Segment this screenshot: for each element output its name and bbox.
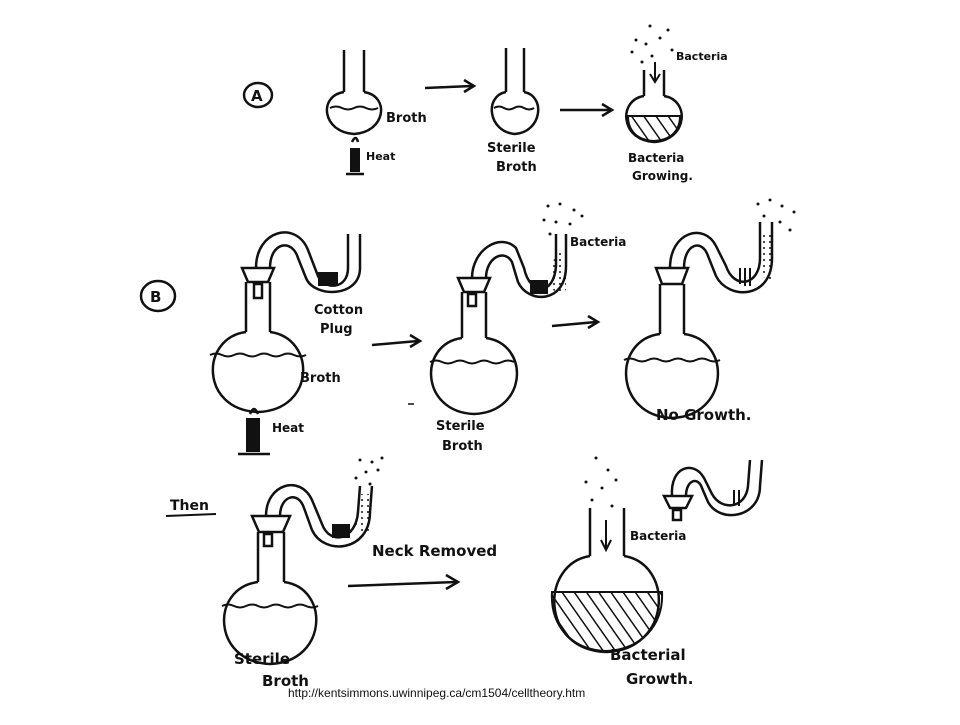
airborne-bacteria-dots-then-2 <box>584 456 618 508</box>
a-sterile-label-1: Sterile <box>487 141 536 156</box>
b-heat-label: Heat <box>272 421 304 435</box>
airborne-bacteria-dots-b2 <box>542 202 584 236</box>
then-sterile-label-2: Broth <box>262 672 309 690</box>
b-sterile-label-2: Broth <box>442 439 483 454</box>
a-heat-label: Heat <box>366 150 395 163</box>
cotton-plug-b1 <box>318 272 338 286</box>
section-a-label: A <box>251 87 263 105</box>
section-b: B Cotton Plug Broth Heat <box>139 198 796 456</box>
section-a-circle <box>242 81 274 109</box>
a-broth-label: Broth <box>386 111 427 126</box>
section-then: Then Sterile Broth Neck Removed <box>165 456 764 690</box>
arrow-a2 <box>560 102 615 118</box>
b-cotton-label-2: Plug <box>320 322 353 337</box>
heat-candle-a <box>346 136 364 176</box>
then-growth-label-2: Growth. <box>626 670 693 688</box>
source-url: http://kentsimmons.uwinnipeg.ca/cm1504/c… <box>288 686 585 700</box>
arrow-b2 <box>551 314 601 330</box>
a-growing-label-1: Bacteria <box>628 151 684 165</box>
cotton-plug-then <box>332 524 350 538</box>
flask-then-1 <box>221 483 374 666</box>
b-no-growth-label: No Growth. <box>656 406 752 424</box>
bacteria-growth-hatch-a <box>626 115 682 143</box>
flask-b3 <box>623 222 774 420</box>
flask-a1 <box>325 50 383 136</box>
flask-a3 <box>625 62 683 144</box>
airborne-bacteria-dots-b3 <box>756 198 796 232</box>
a-bacteria-label: Bacteria <box>676 50 728 63</box>
cotton-plug-b2 <box>530 280 548 294</box>
then-sterile-label-1: Sterile <box>234 650 290 668</box>
heat-candle-b <box>238 407 270 456</box>
airborne-bacteria-dots-a <box>630 24 674 64</box>
arrow-neck-removed <box>347 573 461 591</box>
then-label: Then <box>170 498 209 514</box>
then-growth-label-1: Bacterial <box>610 646 686 664</box>
airborne-bacteria-dots-then-1 <box>354 456 384 486</box>
flask-b2 <box>429 234 568 416</box>
bacteria-growth-hatch-then <box>550 591 664 653</box>
b-cotton-label-1: Cotton <box>314 303 363 318</box>
a-sterile-label-2: Broth <box>496 160 537 175</box>
section-b-circle <box>139 279 177 313</box>
arrow-b1 <box>371 333 423 349</box>
arrow-a1 <box>424 78 477 94</box>
b-bacteria-label: Bacteria <box>570 235 626 249</box>
a-growing-label-2: Growing. <box>632 169 693 183</box>
b-broth-label: Broth <box>300 371 341 386</box>
section-a: A Broth Heat Sterile Broth <box>242 24 728 183</box>
neck-removed-label: Neck Removed <box>372 542 497 560</box>
detached-neck <box>661 459 764 522</box>
section-b-label: B <box>150 288 161 306</box>
then-bacteria-label: Bacteria <box>630 529 686 543</box>
flask-then-2 <box>550 508 664 654</box>
b-sterile-label-1: Sterile <box>436 419 485 434</box>
flask-a2 <box>490 48 540 136</box>
